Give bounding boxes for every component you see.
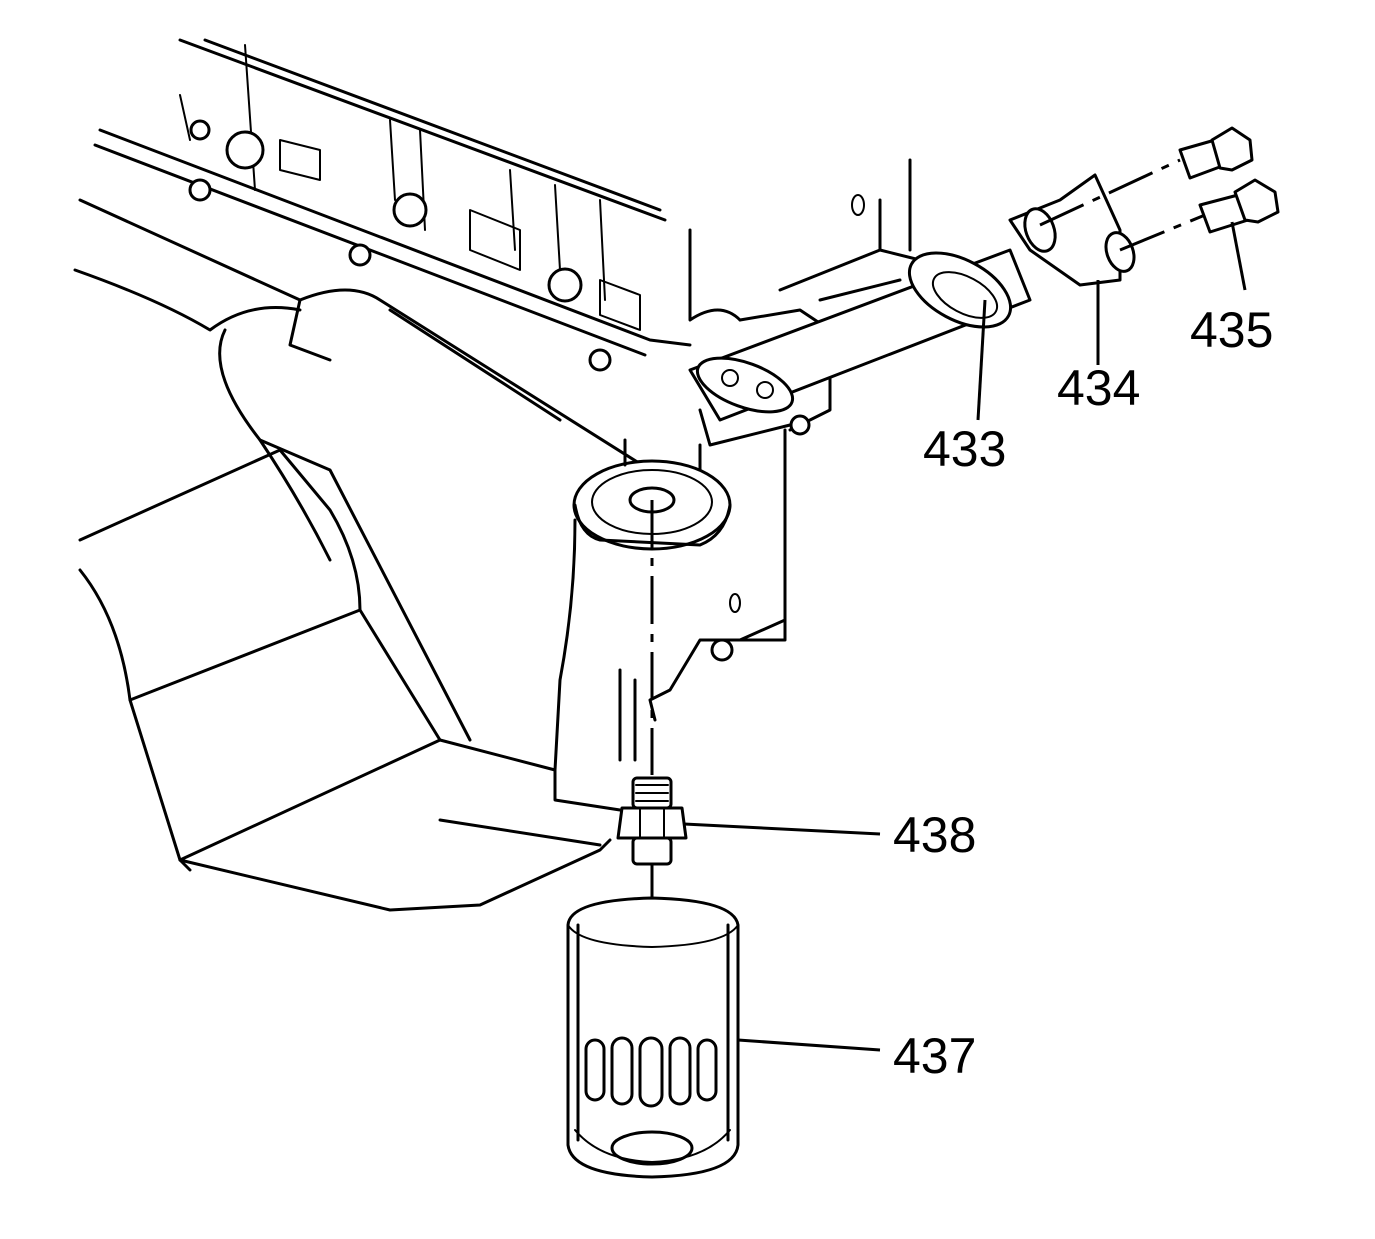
bolt-head [1210, 126, 1254, 172]
block-bolt-head [188, 178, 212, 202]
filter-slot [584, 1038, 606, 1102]
leader-lines [683, 221, 1247, 1052]
block-hole [851, 194, 865, 216]
leader-433 [976, 299, 987, 421]
pipe-flange-plate [695, 356, 795, 414]
callout-434: 434 [1057, 360, 1140, 416]
block-bolt-head [710, 638, 734, 662]
connector-fitting-438 [616, 776, 688, 866]
block-hole [729, 593, 741, 613]
block-boss-circle [392, 192, 428, 228]
filter-slot [638, 1036, 664, 1108]
block-hole [189, 119, 211, 141]
block-bolt-head [789, 414, 811, 436]
flange-bolt-hole [721, 369, 739, 387]
oil-filter-437 [566, 896, 740, 1179]
block-bolt-head [588, 348, 612, 372]
callout-438: 438 [893, 807, 976, 863]
block-fasteners [179, 44, 865, 662]
leader-437 [737, 1038, 881, 1052]
callout-433: 433 [923, 421, 1006, 477]
leader-435 [1230, 221, 1247, 291]
filter-slot [696, 1038, 718, 1102]
centerlines [650, 158, 1206, 900]
bolts-435 [1178, 126, 1280, 234]
block-boss-circle [547, 267, 583, 303]
filter-slot [668, 1036, 692, 1106]
cooler-pipe-assembly [688, 173, 1136, 447]
callout-435: 435 [1190, 302, 1273, 358]
block-boss-circle [225, 130, 265, 170]
engine-block [73, 38, 962, 912]
flange-bolt-hole [756, 381, 774, 399]
block-bolt-head [348, 243, 372, 267]
leader-438 [683, 822, 881, 836]
bolt-head [1233, 178, 1280, 224]
callout-437: 437 [893, 1028, 976, 1084]
filter-slot [610, 1036, 634, 1106]
